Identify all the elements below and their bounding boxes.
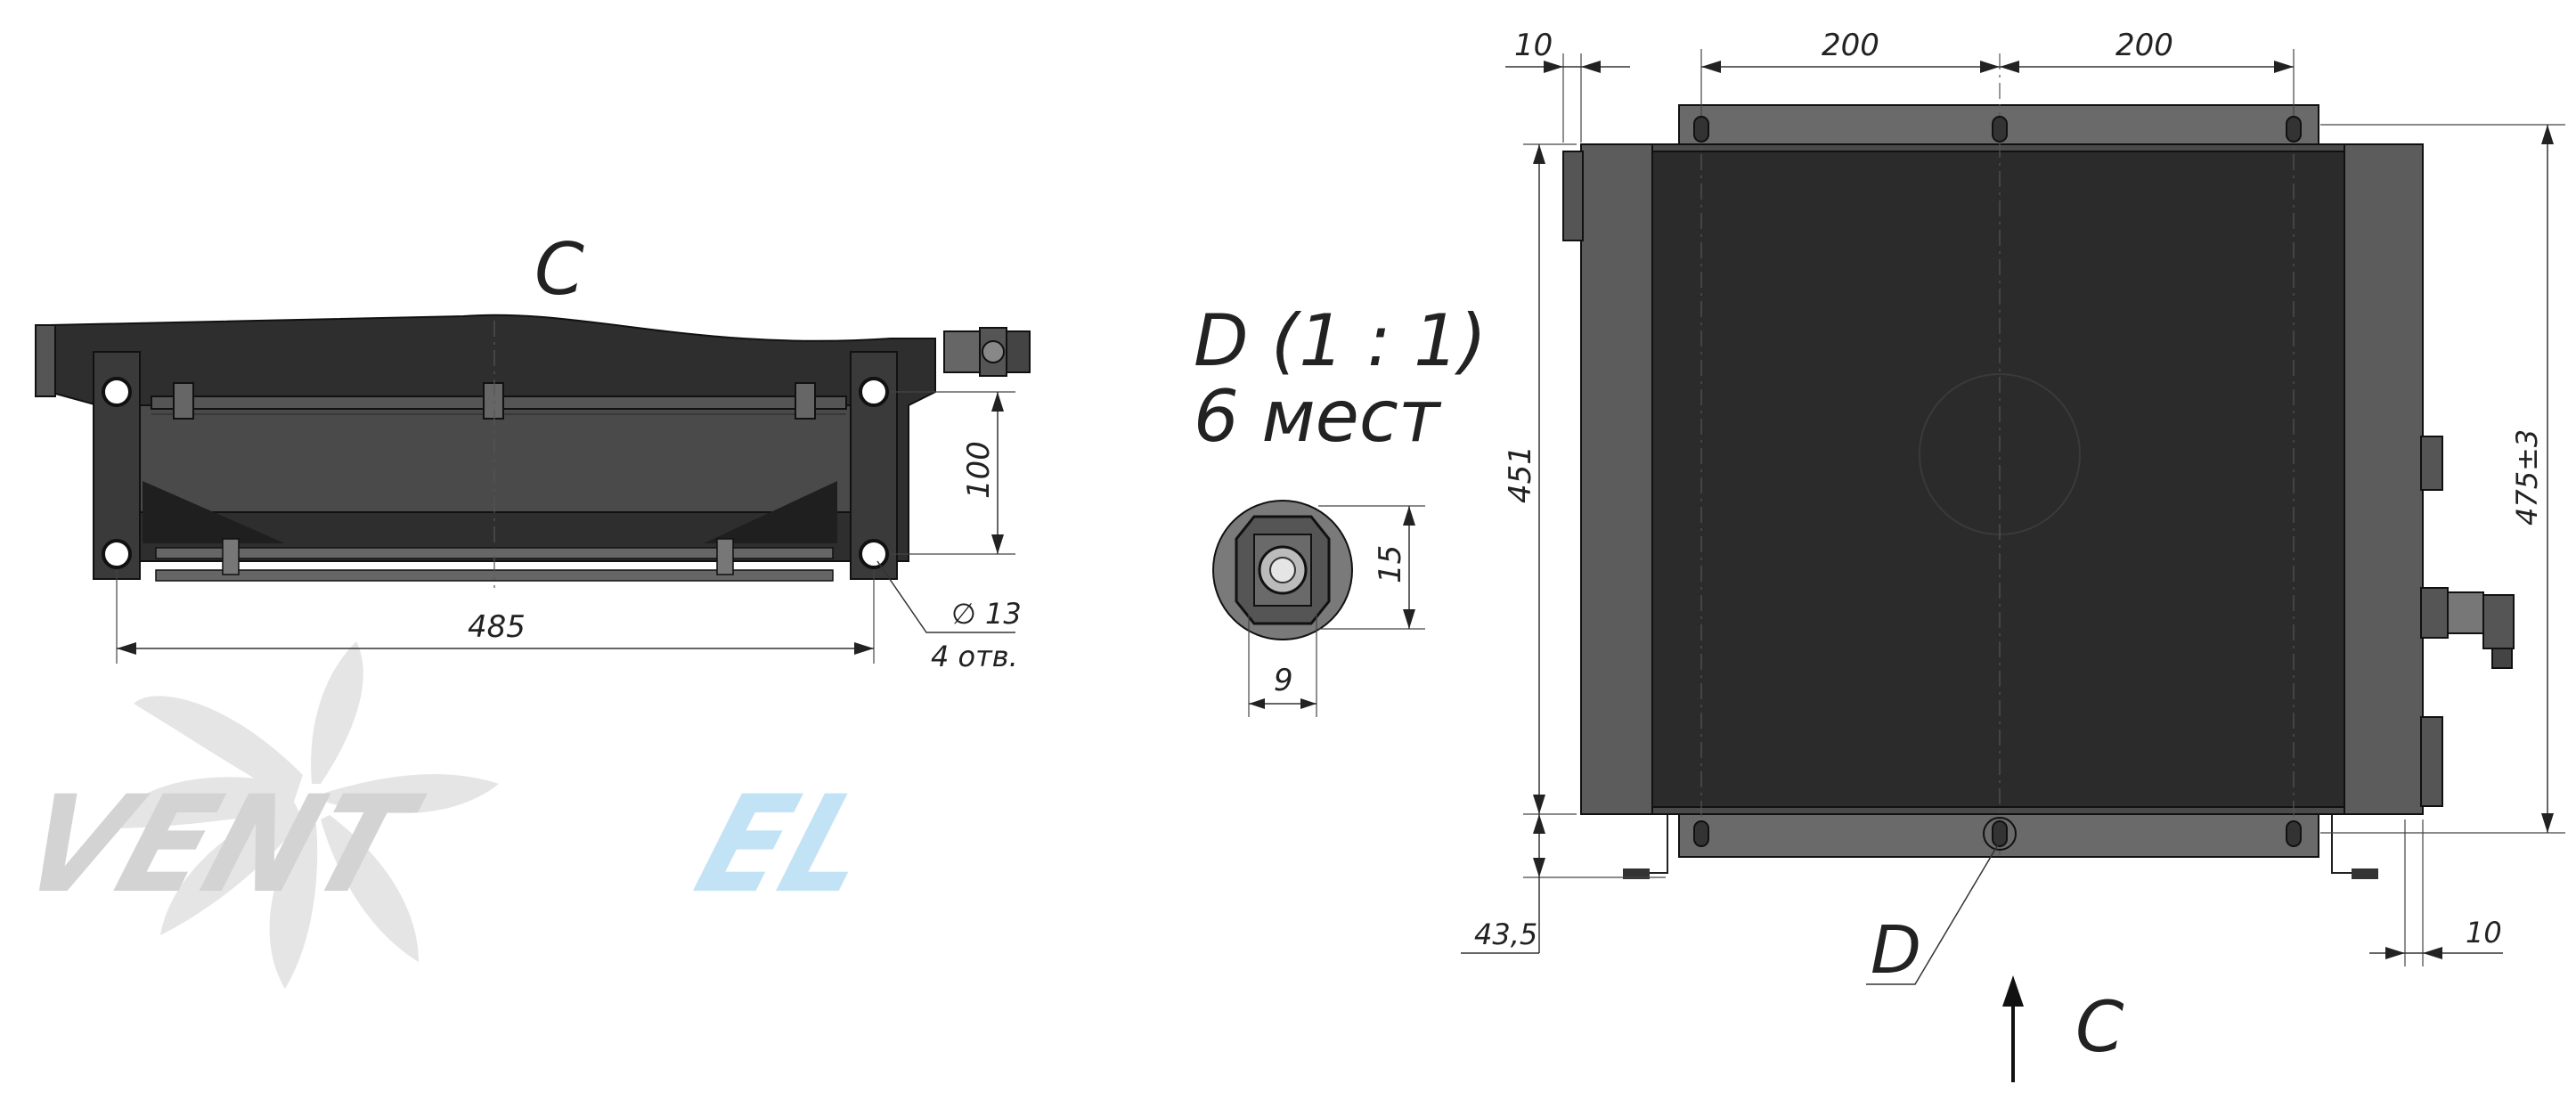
dim-side-height: 100 <box>961 441 997 499</box>
dim-top-pitch-1: 200 <box>1822 28 1879 63</box>
left-pipe-stub <box>35 324 56 397</box>
left-side-frame <box>1580 143 1653 815</box>
pipe-fitting-icon <box>2420 587 2515 669</box>
left-foot <box>1639 815 1668 874</box>
logo-text-gray: VENT <box>3 768 436 923</box>
left-pipe-stub <box>1562 151 1584 241</box>
dim-total-height: 475±3 <box>2510 429 2544 526</box>
side-view-c: C <box>35 228 1031 673</box>
heat-exchanger-core <box>1651 151 2345 808</box>
fan-blades-icon <box>107 641 499 989</box>
side-left-wedge <box>143 481 285 543</box>
view-c-title: C <box>534 228 584 311</box>
flange-slot-icon <box>1992 820 2008 847</box>
dim-side-width: 485 <box>468 609 526 645</box>
flange-slot-icon <box>1693 820 1709 847</box>
dim-bottom-offset: 43,5 <box>1474 917 1537 951</box>
detail-callout: D <box>1871 912 1921 989</box>
lower-pipe-stub <box>2420 716 2443 807</box>
dim-body-height: 451 <box>1503 445 1538 503</box>
bolt-icon <box>222 538 240 575</box>
dim-hole-dia: ∅ 13 <box>951 597 1022 631</box>
flange-slot-icon <box>1693 116 1709 143</box>
flange-slot-icon <box>2286 116 2302 143</box>
right-foot <box>2331 815 2360 874</box>
mount-hole-icon <box>859 377 889 407</box>
side-right-wedge <box>704 481 837 543</box>
mount-hole-icon <box>859 539 889 569</box>
front-view: 10 200 200 451 475±3 43,5 <box>1461 28 2565 1082</box>
ventel-watermark-logo: VENT EL <box>3 641 891 989</box>
dim-top-left-offset: 10 <box>1514 28 1553 63</box>
dim-hole-count: 4 отв. <box>931 640 1018 673</box>
mount-hole-icon <box>102 377 132 407</box>
dim-right-offset: 10 <box>2466 916 2502 950</box>
flange-slot-icon <box>2286 820 2302 847</box>
side-tray <box>106 404 865 513</box>
bolt-icon <box>795 382 816 420</box>
mount-hole-icon <box>102 539 132 569</box>
pipe-fitting-icon <box>943 327 1031 377</box>
bolt-icon <box>716 538 734 575</box>
upper-pipe-stub <box>2420 436 2443 491</box>
detail-d: D (1 : 1) 6 мест 15 9 <box>1194 299 1487 717</box>
dim-slot-height: 15 <box>1373 545 1408 583</box>
logo-text-blue: EL <box>680 768 891 923</box>
detail-count: 6 мест <box>1194 375 1442 458</box>
bolt-icon <box>483 382 504 420</box>
view-arrow-label: C <box>2075 988 2124 1068</box>
bolt-icon <box>173 382 194 420</box>
flange-slot-icon <box>1992 116 2008 143</box>
detail-title: D (1 : 1) <box>1194 299 1487 382</box>
dim-top-pitch-2: 200 <box>2115 28 2173 63</box>
right-side-frame <box>2344 143 2424 815</box>
dim-slot-width: 9 <box>1274 663 1293 698</box>
